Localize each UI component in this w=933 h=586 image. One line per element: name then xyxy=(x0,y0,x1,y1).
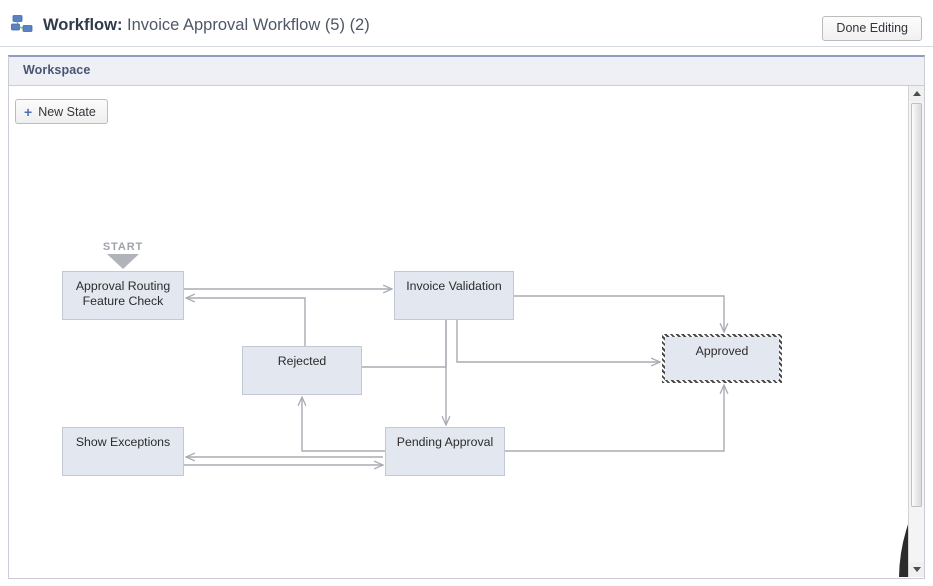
scrollbar-thumb[interactable] xyxy=(911,103,922,507)
titlebar: Workflow: Invoice Approval Workflow (5) … xyxy=(0,0,933,47)
loop-arrows-icon[interactable] xyxy=(665,337,924,577)
canvas-vertical-scrollbar[interactable] xyxy=(908,86,924,577)
state-node-label: Pending Approval xyxy=(396,435,494,449)
workspace-panel-header: Workspace xyxy=(9,57,924,86)
new-state-button-label: New State xyxy=(38,104,96,119)
state-node-rejected[interactable]: Rejected xyxy=(242,346,362,395)
workspace-title: Workspace xyxy=(23,63,91,77)
workflow-hierarchy-icon xyxy=(11,15,33,32)
workspace-canvas-area[interactable]: + New State xyxy=(9,86,924,577)
page-title-text: Workflow: Invoice Approval Workflow (5) … xyxy=(43,15,370,35)
edge-validation-to-approved-top xyxy=(514,295,724,332)
state-node-pending-approval[interactable]: Pending Approval xyxy=(385,427,505,476)
scroll-up-button[interactable] xyxy=(909,86,924,101)
chevron-up-icon xyxy=(912,91,921,96)
state-node-label: Approval Routing Feature Check xyxy=(63,279,183,309)
scroll-down-button[interactable] xyxy=(909,562,924,577)
state-node-label-line1: Approval Routing xyxy=(75,279,171,293)
edge-pending-to-approved xyxy=(505,385,724,452)
done-editing-button[interactable]: Done Editing xyxy=(822,16,922,41)
state-node-label: Rejected xyxy=(277,354,327,368)
page-title-name: Invoice Approval Workflow (5) (2) xyxy=(127,16,370,34)
state-node-label-line2: Feature Check xyxy=(82,294,164,308)
page-title-prefix: Workflow: xyxy=(43,16,128,34)
plus-icon: + xyxy=(24,103,33,120)
state-node-label: Invoice Validation xyxy=(406,279,502,293)
workspace-panel: Workspace + New State xyxy=(8,55,925,579)
edge-pending-to-rejected xyxy=(302,397,385,452)
state-node-invoice-validation[interactable]: Invoice Validation xyxy=(394,271,514,320)
start-triangle-icon xyxy=(107,254,139,269)
new-state-button[interactable]: + New State xyxy=(15,99,108,124)
state-node-label: Show Exceptions xyxy=(75,435,171,449)
state-node-approval-routing-feature-check[interactable]: Approval Routing Feature Check xyxy=(62,271,184,320)
connector-layer xyxy=(184,86,907,577)
state-node-approved[interactable]: Approved xyxy=(662,334,924,577)
state-node-label: Approved xyxy=(695,344,749,358)
state-node-show-exceptions[interactable]: Show Exceptions xyxy=(62,427,184,476)
start-marker: START xyxy=(99,241,147,269)
chevron-down-icon xyxy=(912,567,921,572)
start-label: START xyxy=(102,241,144,253)
edge-validation-to-approved-left xyxy=(456,320,660,362)
workflow-diagram-canvas[interactable]: START Approval Routing Feature Check Inv… xyxy=(9,86,924,577)
page-title: Workflow: Invoice Approval Workflow (5) … xyxy=(11,13,370,37)
